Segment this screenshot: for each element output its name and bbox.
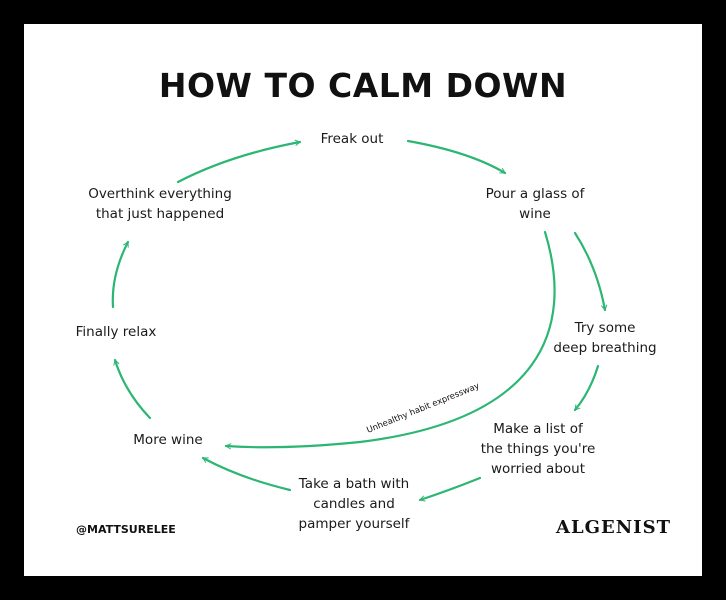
step-freak-out: Freak out (320, 131, 384, 147)
step-finally-relax: Finally relax (75, 324, 157, 340)
brand-logo: ALGENIST (556, 517, 671, 538)
step-deep-breathing: Try some deep breathing (553, 320, 657, 356)
arrow-bath-to-morewine (201, 456, 292, 492)
arrow-list-to-bath (418, 476, 482, 502)
arrow-freak-to-pour (406, 139, 507, 175)
arrow-breathe-to-list (573, 364, 600, 412)
arrow-overthink-to-freak (176, 139, 302, 184)
step-more-wine: More wine (133, 432, 203, 448)
arrow-pour-to-breathe (573, 231, 608, 312)
diagram-frame (24, 24, 702, 576)
arrow-morewine-to-relax (113, 358, 152, 420)
step-overthink: Overthink everything that just happened (88, 186, 232, 222)
expressway-arrow (224, 230, 556, 450)
step-take-bath: Take a bath with candles and pamper your… (298, 476, 410, 532)
step-make-list: Make a list of the things you're worried… (480, 421, 596, 477)
author-credit: @MATTSURELEE (76, 523, 176, 536)
expressway-label: Unhealthy habit expressway (365, 381, 481, 435)
arrow-relax-to-overthink (111, 240, 130, 309)
step-pour-wine: Pour a glass of wine (485, 186, 585, 222)
diagram-title: HOW TO CALM DOWN (158, 66, 568, 105)
